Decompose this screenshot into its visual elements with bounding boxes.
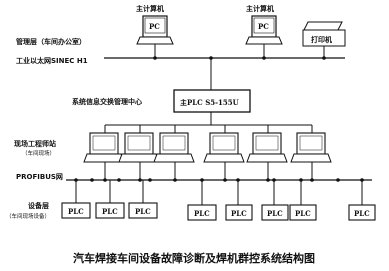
profibus-label: PROFIBUS网 [16, 173, 63, 181]
svg-text:PLC: PLC [267, 209, 283, 218]
device-layer-label: 设备层 [28, 201, 49, 210]
plc-3: PLC [128, 202, 158, 219]
plc-2: PLC [95, 202, 125, 219]
svg-text:PLC: PLC [231, 209, 247, 218]
printer: 打印机 [302, 21, 346, 60]
field-station-3 [153, 125, 195, 163]
main-plc: 主PLC S5-155U [173, 56, 251, 125]
host-computer-1: 主计算机 PC [136, 4, 174, 60]
field-station-5 [246, 125, 288, 163]
main-plc-label: 主PLC S5-155U [180, 98, 239, 107]
plc-5: PLC [225, 204, 253, 221]
ethernet-label: 工业以太网SINEC H1 [16, 56, 88, 65]
plc-1: PLC [61, 202, 91, 219]
device-layer-sublabel: （车间现场设备） [6, 212, 50, 220]
svg-text:PLC: PLC [135, 207, 151, 216]
pc-label-2: PC [258, 22, 269, 31]
exchange-center-label: 系统信息交换管理中心 [72, 97, 142, 106]
host-computer-2: 主计算机 PC [245, 4, 283, 60]
field-station-1 [83, 125, 125, 163]
plc-8: PLC [348, 204, 376, 221]
svg-text:PLC: PLC [102, 207, 118, 216]
field-station-label: 现场工程师站 [14, 139, 56, 148]
field-station-6 [290, 125, 332, 163]
field-station-2 [118, 125, 160, 163]
field-station-sublabel: （车间现场） [22, 149, 55, 157]
svg-text:PLC: PLC [68, 207, 84, 216]
svg-text:PLC: PLC [354, 209, 370, 218]
host-label-1: 主计算机 [136, 4, 164, 13]
management-layer-label: 管理层（车间办公室） [16, 37, 86, 46]
host-label-2: 主计算机 [246, 4, 274, 13]
pc-label-1: PC [149, 22, 160, 31]
svg-text:PLC: PLC [194, 209, 210, 218]
diagram-caption: 汽车焊接车间设备故障诊断及焊机群控系统结构图 [73, 251, 315, 265]
plc-4: PLC [187, 204, 217, 221]
field-station-4 [203, 125, 245, 163]
plc-drops [75, 180, 363, 205]
plc-7: PLC [289, 204, 317, 221]
station-drops [104, 162, 313, 180]
printer-label: 打印机 [311, 35, 332, 44]
plc-6: PLC [261, 204, 289, 221]
svg-text:PLC: PLC [295, 209, 311, 218]
